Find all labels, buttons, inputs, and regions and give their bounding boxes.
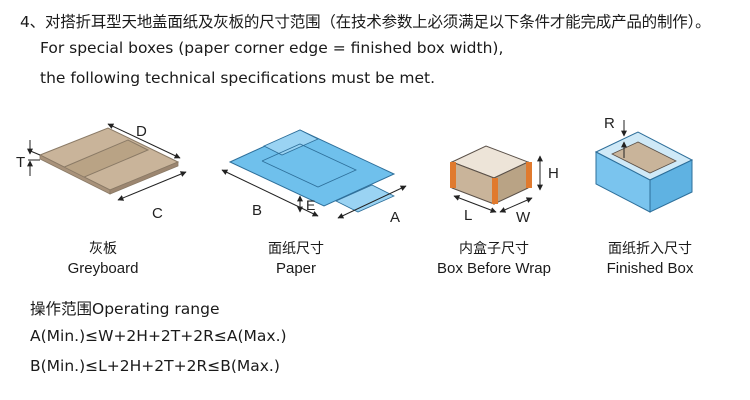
label-e: E xyxy=(306,197,315,213)
operating-range-title: 操作范围Operating range xyxy=(30,300,220,318)
section-heading: 4、对搭折耳型天地盖面纸及灰板的尺寸范围（在技术参数上必须满足以下条件才能完成产… xyxy=(20,13,711,31)
label-a: A xyxy=(390,209,400,226)
finished-box-figure: R xyxy=(594,115,694,213)
inner-box-figure: H L W xyxy=(450,145,559,226)
label-h: H xyxy=(548,165,559,182)
label-r: R xyxy=(604,115,615,132)
caption-box-en: Box Before Wrap xyxy=(437,260,551,277)
label-l: L xyxy=(464,207,472,224)
greyboard-figure: T D C xyxy=(16,123,187,222)
formula-a: A(Min.)≤W+2H+2T+2R≤A(Max.) xyxy=(30,327,287,345)
corner-tape-right xyxy=(526,162,532,188)
finished-side-wall xyxy=(649,159,693,213)
dimension-diagrams: T D C B A E H L W xyxy=(16,115,694,226)
caption-greyboard: 灰板 Greyboard xyxy=(48,240,158,278)
caption-paper: 面纸尺寸 Paper xyxy=(236,240,356,278)
paper-figure: B A E xyxy=(221,129,407,226)
intro-line-1: For special boxes (paper corner edge = f… xyxy=(40,39,504,57)
formula-b: B(Min.)≤L+2H+2T+2R≤B(Max.) xyxy=(30,357,280,375)
caption-paper-zh: 面纸尺寸 xyxy=(268,241,324,257)
caption-paper-en: Paper xyxy=(275,260,317,277)
finished-inner-floor xyxy=(611,141,677,174)
caption-box-zh: 内盒子尺寸 xyxy=(459,241,529,257)
caption-finished-en: Finished Box xyxy=(606,260,694,277)
label-d: D xyxy=(136,123,147,140)
caption-box-before-wrap: 内盒子尺寸 Box Before Wrap xyxy=(424,240,564,278)
label-w: W xyxy=(516,209,531,226)
paper-flap-top xyxy=(263,129,319,156)
corner-tape-front xyxy=(492,178,498,204)
label-t: T xyxy=(16,154,25,171)
intro-line-2: the following technical specifications m… xyxy=(40,69,436,87)
caption-finished-box: 面纸折入尺寸 Finished Box xyxy=(594,240,706,278)
caption-greyboard-zh: 灰板 xyxy=(89,241,117,257)
corner-tape-left xyxy=(450,162,456,188)
caption-greyboard-en: Greyboard xyxy=(67,260,139,277)
label-c: C xyxy=(152,205,163,222)
caption-finished-zh: 面纸折入尺寸 xyxy=(608,241,692,257)
label-b: B xyxy=(252,202,262,219)
